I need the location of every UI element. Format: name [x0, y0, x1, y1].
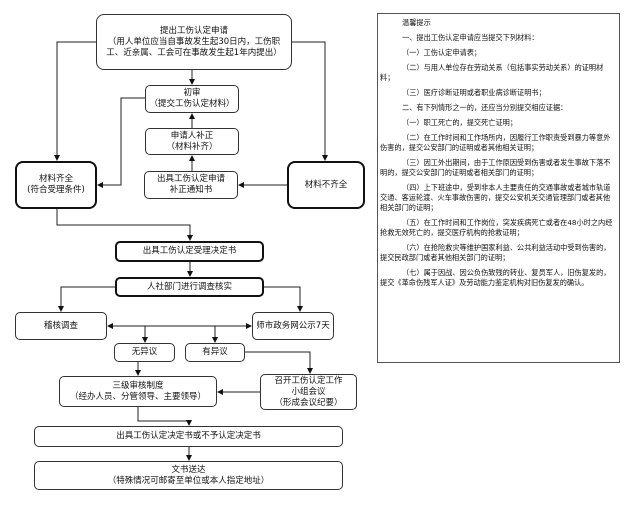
connector: [264, 286, 303, 312]
notice-paragraph: 二、有下列情形之一的，还应当分别提交相应证据：: [402, 103, 568, 112]
node-title: 初审: [183, 88, 201, 98]
node-note: （材料补齐）: [166, 141, 218, 152]
node-title: 无异议: [131, 347, 158, 357]
node-title: 三级审核制度: [112, 380, 164, 391]
acceptance-decision-node: 出具工伤认定受理决定书: [115, 241, 264, 262]
no-objection-node: 无异议: [114, 343, 175, 362]
objection-node: 有异议: [185, 343, 245, 362]
materials-incomplete-node: 材料不齐全: [287, 161, 365, 209]
connector: [54, 41, 96, 161]
node-title: 材料齐全: [38, 174, 73, 184]
connector: [58, 286, 115, 312]
node-note: （经办人员、分管领导、主要领导）: [69, 391, 206, 402]
node-note: （提交工伤认定材料）: [149, 99, 235, 109]
delivery-node: 文书送达 （特殊情况可邮寄至单位或本人指定地址）: [34, 461, 343, 490]
node-title: 师市政务网公示7天: [256, 320, 330, 331]
notice-paragraph: （四）上下班途中，受到非本人主要责任的交通事故或者城市轨道交通、客运轮渡、火车事…: [380, 183, 611, 212]
node-title-line2: 小组会议: [291, 386, 326, 397]
connector: [97, 97, 145, 188]
decision-node: 出具工伤认定决定书或不予认定决定书: [34, 426, 343, 447]
notice-paragraph: 一、提出工伤认定申请应当提交下列材料：: [402, 33, 539, 42]
notice-paragraph: （七）属于因战、因公负伤致残的转业、复员军人，旧伤复发的，提交《革命伤残军人证》…: [380, 268, 611, 287]
node-title: 人社部门进行调查核实: [146, 281, 232, 292]
initial-review-node: 初审 （提交工伤认定材料）: [145, 85, 239, 113]
notice-panel: 温馨提示 一、提出工伤认定申请应当提交下列材料： （一）工伤认定申请表； （二）…: [377, 13, 620, 363]
node-title: 文书送达: [171, 464, 206, 475]
connector: [137, 407, 192, 426]
node-title: 召开工伤认定工作: [274, 375, 343, 386]
node-title: 出具工伤认定受理决定书: [142, 246, 237, 256]
node-note: 补正通知书: [169, 185, 213, 195]
node-title: 有异议: [202, 347, 228, 357]
notice-paragraph: （一）职工死亡的，提交死亡证明；: [402, 118, 518, 127]
materials-complete-node: 材料齐全 (符合受理条件): [15, 161, 97, 209]
correction-notice-node: 出具工伤认定申请 补正通知书: [144, 171, 238, 199]
notice-paragraph: （三）因工外出期间，由于工作原因受到伤害或者发生事故下落不明的，提交公安部门的证…: [380, 158, 611, 177]
connector: [56, 209, 193, 241]
node-note: （用人单位应当自事故发生起30日内，工伤职工、近亲属、工会可在事故发生起1年内提…: [106, 36, 282, 58]
node-note: (符合受理条件): [27, 185, 85, 195]
node-title: 材料不齐全: [304, 179, 348, 190]
audit-node: 稽核调查: [15, 312, 107, 340]
notice-paragraph: （五）在工作时间和工作岗位，突发疾病死亡或者在48小时之内经抢救无效死亡的，提交…: [380, 218, 613, 237]
apply-node: 提出工伤认定申请 （用人单位应当自事故发生起30日内，工伤职工、近亲属、工会可在…: [96, 14, 292, 70]
node-title: 稽核调查: [43, 320, 78, 331]
investigation-node: 人社部门进行调查核实: [115, 277, 264, 297]
meeting-node: 召开工伤认定工作 小组会议 （形成会议纪要）: [260, 374, 357, 410]
node-title: 提出工伤认定申请: [159, 25, 228, 36]
node-note: （特殊情况可邮寄至单位或本人指定地址）: [107, 475, 270, 486]
node-title: 出具工伤认定申请: [156, 174, 225, 184]
notice-paragraph: （六）在抢险救灾等维护国家利益、公共利益活动中受到伤害的，提交民政部门或者其他相…: [380, 243, 611, 262]
notice-title: 温馨提示: [402, 18, 431, 27]
node-title: 出具工伤认定决定书或不予认定决定书: [116, 431, 261, 441]
applicant-correction-node: 申请人补正 （材料补齐）: [145, 128, 239, 155]
connector: [292, 41, 328, 161]
notice-paragraph: （二）在工作时间和工作场所内，因履行工作职责受到暴力等意外伤害的，提交公安部门的…: [380, 133, 611, 152]
notice-paragraph: （一）工伤认定申请表；: [402, 48, 482, 57]
notice-paragraph: （二）与用人单位存在劳动关系（包括事实劳动关系）的证明材料；: [380, 63, 604, 82]
publicity-node: 师市政务网公示7天: [252, 312, 334, 340]
notice-paragraph: （三）医疗诊断证明或者职业病诊断证明书；: [402, 88, 546, 97]
node-note: （形成会议纪要）: [274, 397, 343, 408]
three-level-review-node: 三级审核制度 （经办人员、分管领导、主要领导）: [59, 376, 217, 407]
connector: [245, 351, 313, 374]
node-title: 申请人补正: [170, 130, 214, 141]
